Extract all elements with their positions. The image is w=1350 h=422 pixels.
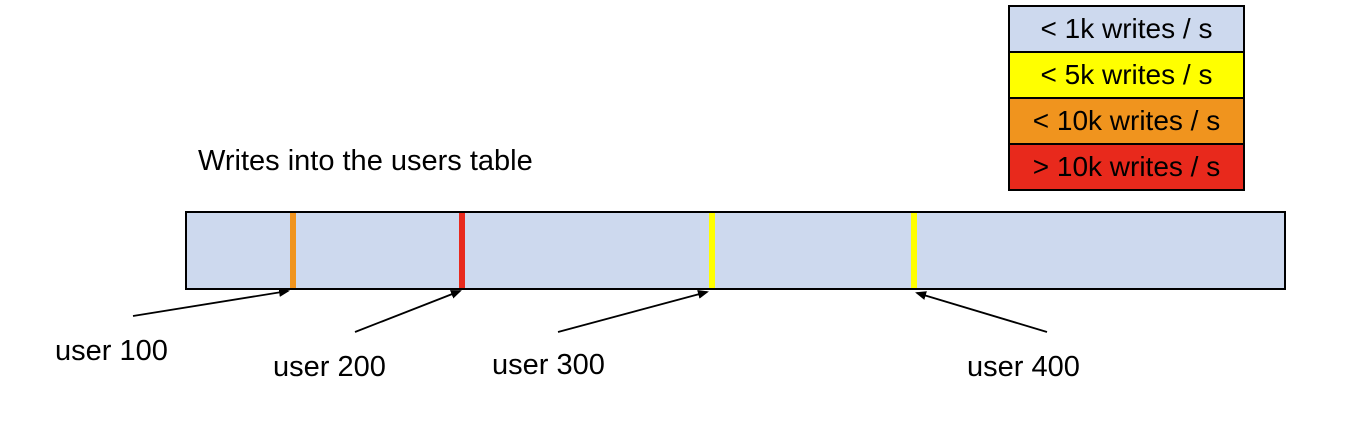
user-label-400: user 400 xyxy=(967,351,1080,383)
legend-item-label: > 10k writes / s xyxy=(1032,151,1221,182)
hotspot-stripe-user-100 xyxy=(289,213,296,288)
keyspace-bar xyxy=(185,211,1286,290)
legend: < 1k writes / s < 5k writes / s < 10k wr… xyxy=(1008,5,1245,191)
arrow-user-300 xyxy=(557,289,709,333)
diagram-title: Writes into the users table xyxy=(198,145,533,177)
hotspot-stripe-user-400 xyxy=(910,213,917,288)
hotspot-stripe-user-200 xyxy=(459,213,466,288)
user-label-100: user 100 xyxy=(55,335,168,367)
user-label-300: user 300 xyxy=(492,349,605,381)
legend-item-lt-1k: < 1k writes / s xyxy=(1008,5,1245,53)
legend-item-gt-10k: > 10k writes / s xyxy=(1008,143,1245,191)
legend-item-label: < 1k writes / s xyxy=(1040,13,1213,44)
user-label-200: user 200 xyxy=(273,351,386,383)
legend-item-label: < 10k writes / s xyxy=(1032,105,1221,136)
arrow-user-100 xyxy=(132,287,290,317)
arrow-user-200 xyxy=(354,290,462,333)
arrow-user-400 xyxy=(915,291,1048,333)
legend-item-lt-10k: < 10k writes / s xyxy=(1008,97,1245,145)
hotspot-stripe-user-300 xyxy=(709,213,716,288)
legend-item-label: < 5k writes / s xyxy=(1040,59,1213,90)
legend-item-lt-5k: < 5k writes / s xyxy=(1008,51,1245,99)
